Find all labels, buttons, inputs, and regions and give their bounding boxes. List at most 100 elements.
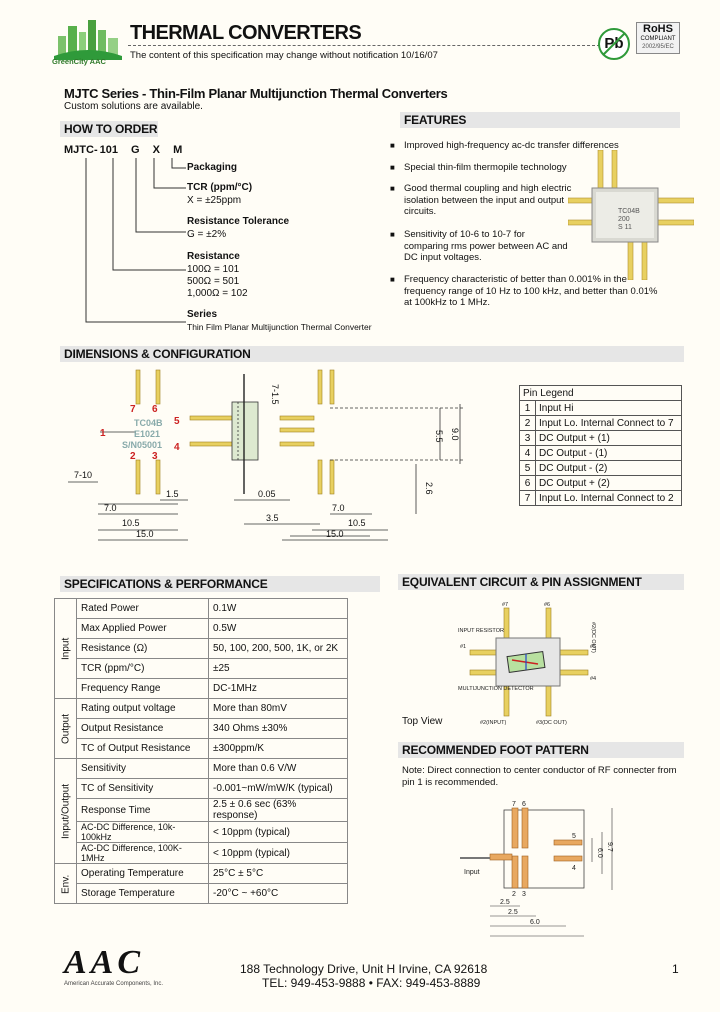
dim-label: 3.5 — [266, 513, 279, 523]
tcr-value: X = ±25ppm — [187, 195, 242, 206]
chip-marking-1: TC04B — [618, 208, 640, 215]
dimension-drawing: 7-10 7.0 10.5 15.0 1.5 0.05 3.5 7.0 10.5… — [68, 369, 464, 541]
table-row: TC of Output Resistance±300ppm/K — [55, 738, 348, 759]
series-subtitle: Custom solutions are available. — [64, 101, 203, 112]
dim-label: 9.0 — [450, 428, 460, 441]
resistance-label: Resistance — [187, 251, 240, 262]
foot-dim-label: 9.7 — [606, 842, 613, 852]
features-heading: FEATURES — [400, 112, 680, 128]
circuit-label: #7 — [502, 602, 508, 608]
rohs-label: RoHS — [643, 23, 673, 35]
circuit-label: #1 — [460, 644, 466, 650]
thermal-converter-chip-image — [567, 149, 695, 281]
dimensions-heading: DIMENSIONS & CONFIGURATION — [60, 346, 684, 362]
circuit-label: MULTIJUNCTION DETECTOR — [458, 686, 534, 692]
order-code-leader-lines — [85, 158, 186, 323]
code-tolerance: G — [131, 144, 140, 156]
title-rule — [128, 45, 600, 46]
dim-label: 10.5 — [122, 518, 140, 528]
pin-number: 7 — [130, 404, 136, 415]
how-to-order-heading: HOW TO ORDER — [60, 121, 158, 137]
group-env: Env. — [54, 863, 77, 904]
logo-text: GreenCity AAC — [52, 57, 106, 66]
tolerance-label: Resistance Tolerance — [187, 216, 290, 227]
chip-marking-3: S 11 — [618, 224, 632, 231]
circuit-label: #6 — [544, 602, 550, 608]
rohs-directive: 2002/95/EC — [642, 44, 674, 50]
foot-pin-label: 3 — [522, 891, 526, 898]
dim-label: 7.0 — [104, 503, 117, 513]
group-input-output: Input/Output — [54, 758, 77, 864]
code-packaging: M — [173, 144, 183, 156]
pb-free-badge: Pb — [598, 28, 630, 60]
table-row: AC-DC Difference, 10k-100kHz< 10ppm (typ… — [55, 821, 348, 843]
circuit-label: INPUT RESISTOR — [458, 628, 504, 634]
equivalent-heading: EQUIVALENT CIRCUIT & PIN ASSIGNMENT — [398, 574, 684, 590]
table-row: Resistance (Ω)50, 100, 200, 500, 1K, or … — [55, 638, 348, 659]
code-resistance: 101 — [99, 144, 118, 156]
foot-dim-label: 6.0 — [530, 919, 540, 926]
dim-label: 0.05 — [258, 489, 276, 499]
foot-pin-label: 7 — [512, 801, 516, 808]
chip-marking-2: 200 — [618, 216, 630, 223]
circuit-label: #2(DC OUT) — [590, 622, 596, 653]
foot-pattern-drawing: 7 6 5 4 Input 2 3 2.5 2.5 6.0 6.0 9.7 — [460, 801, 613, 937]
resistance-value-2: 500Ω = 501 — [187, 276, 240, 287]
foot-dim-label: 2.5 — [508, 909, 518, 916]
pin-number: 6 — [152, 404, 158, 415]
top-view-label: Top View — [402, 716, 443, 727]
bullet-icon: ■ — [390, 141, 395, 150]
pin-number: 3 — [152, 451, 158, 462]
page-number: 1 — [672, 962, 679, 976]
feature-item: ■Special thin-film thermopile technology — [390, 162, 567, 173]
table-row: TC of Sensitivity-0.001~mW/mW/K (typical… — [55, 778, 348, 799]
foot-pattern-note: Note: Direct connection to center conduc… — [402, 765, 677, 788]
part-marking: TC04B — [134, 418, 163, 428]
greencity-logo: GreenCity AAC — [52, 14, 124, 66]
resistance-value-3: 1,000Ω = 102 — [187, 288, 248, 299]
group-output: Output — [54, 698, 77, 759]
pin-number: 2 — [130, 451, 136, 462]
bullet-icon: ■ — [390, 230, 395, 239]
city-skyline-icon — [54, 20, 122, 60]
foot-pattern-heading: RECOMMENDED FOOT PATTERN — [398, 742, 684, 758]
foot-pin-label: 5 — [572, 833, 576, 840]
footer-address: 188 Technology Drive, Unit H Irvine, CA … — [240, 962, 488, 976]
tcr-label: TCR (ppm/°C) — [187, 182, 253, 193]
dim-label: 1.5 — [166, 489, 179, 499]
series-title: MJTC Series - Thin-Film Planar Multijunc… — [64, 86, 448, 101]
circuit-label: #3(DC OUT) — [536, 720, 567, 726]
code-dash: - — [93, 144, 98, 156]
table-row: Storage Temperature-20°C ~ +60°C — [55, 883, 348, 904]
part-marking: S/N05001 — [122, 440, 162, 450]
dim-label: 5.5 — [434, 430, 444, 443]
foot-pin-label: 6 — [522, 801, 526, 808]
dim-label: 7.0 — [332, 503, 345, 513]
code-series: MJTC — [64, 144, 94, 156]
pin-legend-title: Pin Legend — [519, 385, 682, 401]
dim-label: 7-10 — [74, 470, 92, 480]
pin-number: 1 — [100, 428, 106, 439]
tolerance-value: G = ±2% — [187, 229, 227, 240]
bullet-icon: ■ — [390, 184, 395, 193]
feature-item: ■Frequency characteristic of better than… — [390, 274, 658, 308]
rohs-compliant: COMPLIANT — [640, 36, 676, 42]
foot-pin-label: 4 — [572, 865, 576, 872]
dim-label: 10.5 — [348, 518, 366, 528]
dim-label: 15.0 — [136, 529, 154, 539]
